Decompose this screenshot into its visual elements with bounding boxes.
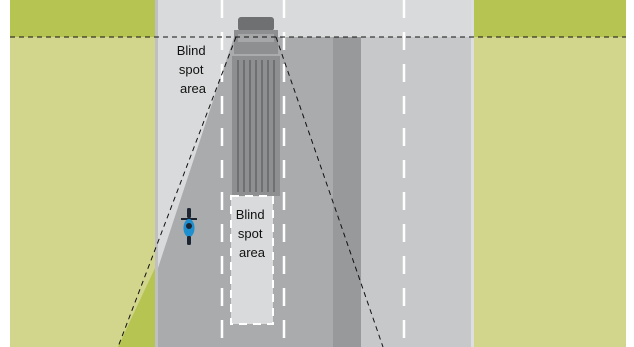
left-blind-spot-label: Blind spot area	[177, 43, 210, 96]
road-edge-left	[155, 0, 158, 347]
grass-top-right-strip	[474, 0, 626, 37]
road-edge-right	[471, 0, 474, 347]
truck-top-view-icon	[232, 17, 280, 196]
grass-left	[10, 0, 155, 347]
road-right-carriageway	[361, 0, 474, 347]
grass-top-left-strip	[10, 0, 155, 37]
rear-blind-spot-label: Blind spot area	[236, 207, 269, 260]
grass-right	[474, 0, 626, 347]
blind-zone-front-band	[158, 0, 471, 37]
